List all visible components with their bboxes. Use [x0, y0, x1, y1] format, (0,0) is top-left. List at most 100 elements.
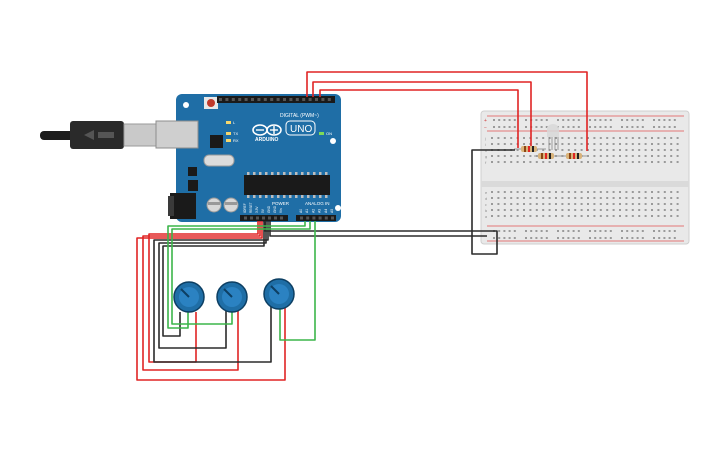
- breadboard-hole[interactable]: [497, 191, 500, 193]
- rail-hole[interactable]: [530, 237, 533, 239]
- breadboard-hole[interactable]: [625, 209, 628, 211]
- breadboard-hole[interactable]: [619, 209, 621, 211]
- rail-hole[interactable]: [631, 119, 634, 121]
- rail-hole[interactable]: [503, 237, 506, 239]
- breadboard-hole[interactable]: [580, 161, 583, 163]
- wire-red-2[interactable]: [312, 81, 532, 146]
- rail-hole[interactable]: [668, 230, 671, 232]
- breadboard-hole[interactable]: [503, 203, 506, 205]
- breadboard-hole[interactable]: [510, 215, 513, 217]
- breadboard-hole[interactable]: [555, 137, 557, 139]
- rail-hole[interactable]: [572, 237, 575, 239]
- breadboard-hole[interactable]: [651, 197, 653, 199]
- breadboard-hole[interactable]: [503, 143, 506, 145]
- breadboard-hole[interactable]: [497, 161, 500, 163]
- breadboard-hole[interactable]: [548, 203, 551, 205]
- breadboard-hole[interactable]: [612, 215, 615, 217]
- rail-hole[interactable]: [658, 126, 661, 128]
- breadboard-hole[interactable]: [638, 161, 641, 163]
- breadboard-hole[interactable]: [516, 191, 519, 193]
- digital-pin[interactable]: [270, 98, 274, 101]
- breadboard-hole[interactable]: [606, 149, 609, 151]
- rail-hole[interactable]: [673, 126, 676, 128]
- breadboard-hole[interactable]: [625, 197, 628, 199]
- breadboard-hole[interactable]: [491, 209, 493, 211]
- breadboard-hole[interactable]: [599, 155, 602, 157]
- breadboard-hole[interactable]: [593, 215, 596, 217]
- breadboard-hole[interactable]: [593, 203, 596, 205]
- breadboard-hole[interactable]: [631, 209, 634, 211]
- resistor-2[interactable]: [534, 153, 560, 159]
- breadboard-hole[interactable]: [555, 215, 557, 217]
- power-pin[interactable]: [280, 216, 283, 220]
- breadboard-hole[interactable]: [529, 215, 532, 217]
- breadboard-hole[interactable]: [676, 137, 679, 139]
- breadboard-hole[interactable]: [523, 155, 525, 157]
- breadboard-hole[interactable]: [657, 191, 660, 193]
- rail-hole[interactable]: [668, 126, 671, 128]
- breadboard-hole[interactable]: [535, 203, 538, 205]
- rail-hole[interactable]: [663, 230, 666, 232]
- breadboard-hole[interactable]: [644, 137, 647, 139]
- breadboard-hole[interactable]: [631, 155, 634, 157]
- breadboard-hole[interactable]: [606, 155, 609, 157]
- rail-hole[interactable]: [513, 237, 516, 239]
- breadboard-hole[interactable]: [548, 161, 551, 163]
- breadboard-hole[interactable]: [503, 197, 506, 199]
- breadboard-hole[interactable]: [676, 161, 679, 163]
- rail-hole[interactable]: [604, 230, 607, 232]
- breadboard-hole[interactable]: [529, 197, 532, 199]
- rail-hole[interactable]: [609, 230, 612, 232]
- rail-hole[interactable]: [589, 126, 591, 128]
- breadboard-hole[interactable]: [670, 197, 673, 199]
- rail-hole[interactable]: [599, 119, 602, 121]
- power-pin[interactable]: [268, 216, 271, 220]
- breadboard-hole[interactable]: [663, 209, 666, 211]
- breadboard-hole[interactable]: [625, 161, 628, 163]
- breadboard-hole[interactable]: [619, 191, 621, 193]
- rgb-led[interactable]: [547, 124, 559, 150]
- rail-hole[interactable]: [673, 230, 676, 232]
- breadboard-hole[interactable]: [587, 197, 589, 199]
- rail-hole[interactable]: [540, 126, 543, 128]
- breadboard-hole[interactable]: [535, 191, 538, 193]
- breadboard-hole[interactable]: [567, 137, 570, 139]
- breadboard-hole[interactable]: [631, 215, 634, 217]
- breadboard-hole[interactable]: [587, 191, 589, 193]
- rail-hole[interactable]: [626, 126, 629, 128]
- rail-hole[interactable]: [641, 230, 644, 232]
- wire-green-a1[interactable]: [171, 221, 311, 325]
- rail-hole[interactable]: [599, 126, 602, 128]
- breadboard-hole[interactable]: [497, 209, 500, 211]
- breadboard-hole[interactable]: [497, 137, 500, 139]
- rail-hole[interactable]: [562, 126, 565, 128]
- rail-hole[interactable]: [530, 230, 533, 232]
- rail-hole[interactable]: [631, 126, 634, 128]
- breadboard-hole[interactable]: [516, 197, 519, 199]
- breadboard-hole[interactable]: [542, 137, 545, 139]
- breadboard-hole[interactable]: [561, 191, 564, 193]
- breadboard-hole[interactable]: [599, 215, 602, 217]
- breadboard-hole[interactable]: [529, 209, 532, 211]
- rail-hole[interactable]: [562, 230, 565, 232]
- breadboard-hole[interactable]: [625, 191, 628, 193]
- breadboard-hole[interactable]: [523, 215, 525, 217]
- breadboard-hole[interactable]: [580, 197, 583, 199]
- rail-hole[interactable]: [525, 126, 527, 128]
- rail-hole[interactable]: [658, 119, 661, 121]
- rail-hole[interactable]: [636, 230, 639, 232]
- breadboard-hole[interactable]: [497, 197, 500, 199]
- rail-hole[interactable]: [525, 230, 527, 232]
- breadboard-hole[interactable]: [593, 155, 596, 157]
- breadboard-hole[interactable]: [535, 143, 538, 145]
- breadboard-hole[interactable]: [644, 155, 647, 157]
- wire-black-gnd-pot1[interactable]: [162, 221, 265, 337]
- breadboard-hole[interactable]: [651, 149, 653, 151]
- breadboard-hole[interactable]: [497, 143, 500, 145]
- rail-hole[interactable]: [668, 237, 671, 239]
- wire-red-5v-pot3[interactable]: [136, 221, 286, 381]
- digital-pin[interactable]: [263, 98, 267, 101]
- rail-hole[interactable]: [626, 230, 629, 232]
- digital-pin[interactable]: [283, 98, 286, 101]
- breadboard-hole[interactable]: [612, 209, 615, 211]
